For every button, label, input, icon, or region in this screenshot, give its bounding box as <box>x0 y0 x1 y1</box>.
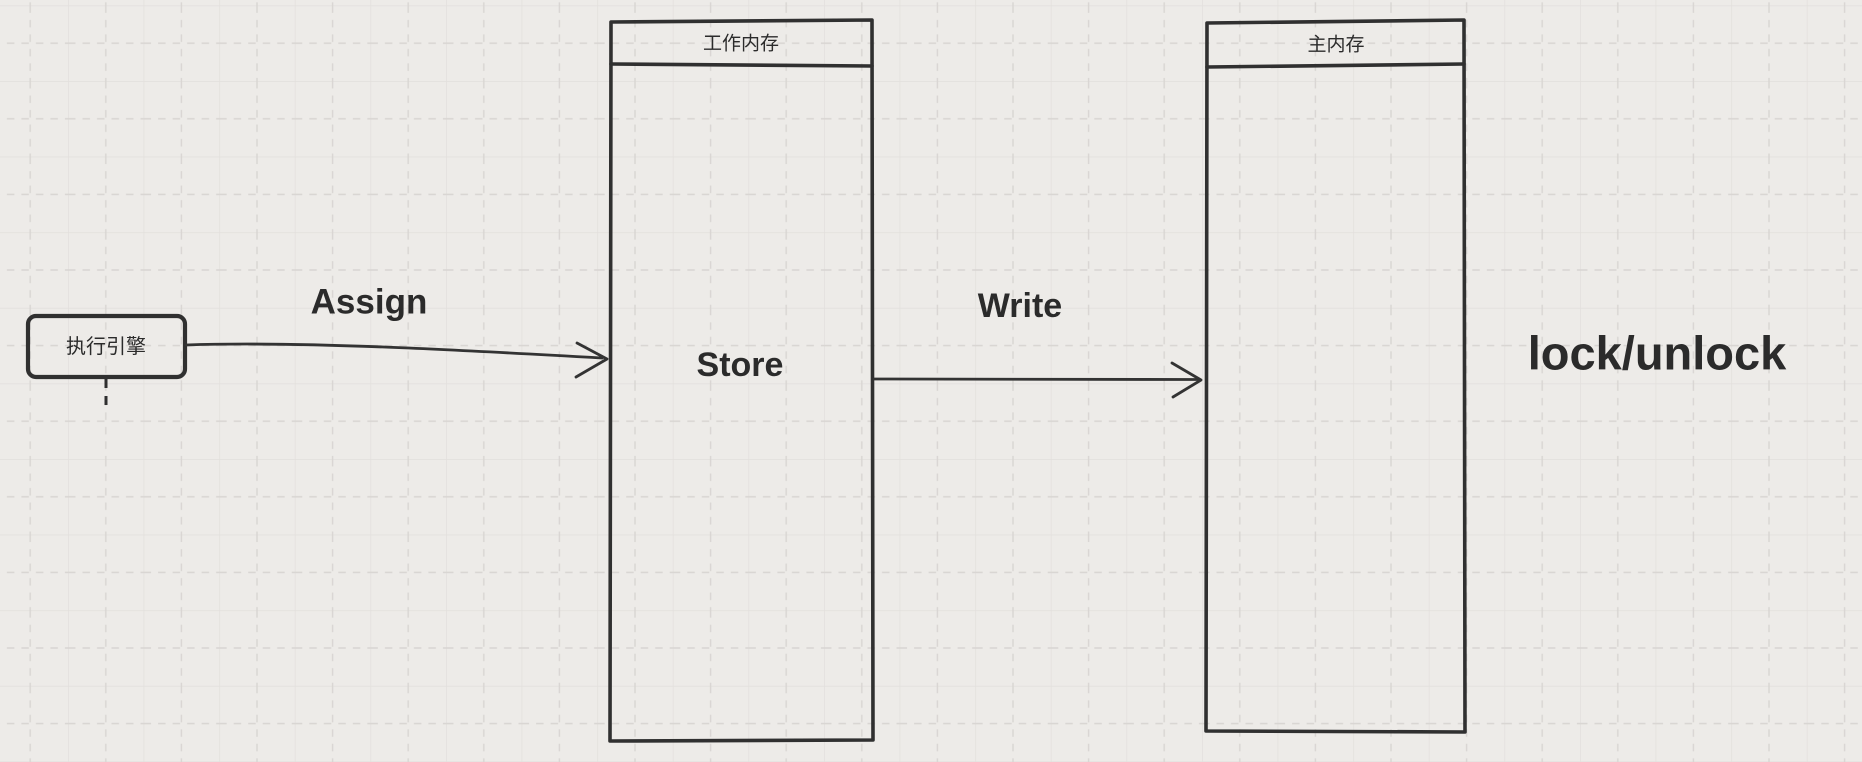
write-edge-label[interactable]: Write <box>977 287 1063 325</box>
working-memory-title: 工作内存 <box>702 33 780 55</box>
lock-unlock-label[interactable]: lock/unlock <box>1527 326 1787 380</box>
execution-engine-label: 执行引擎 <box>66 336 146 358</box>
write-edge[interactable] <box>872 361 1203 399</box>
write-edge-line <box>872 377 1199 381</box>
main-memory-outline <box>1204 18 1467 734</box>
store-label[interactable]: Store <box>696 346 784 384</box>
main-memory-title: 主内存 <box>1307 34 1365 56</box>
working-memory-header-divider <box>609 62 874 68</box>
write-edge-arrowhead <box>1170 361 1203 399</box>
assign-edge-label[interactable]: Assign <box>310 282 428 322</box>
working-memory-node[interactable] <box>608 18 875 743</box>
execution-engine-node[interactable] <box>25 313 188 380</box>
assign-edge[interactable] <box>184 341 609 379</box>
working-memory-outline <box>608 18 875 743</box>
main-memory-node[interactable] <box>1204 18 1467 734</box>
assign-edge-line <box>184 342 604 360</box>
execution-engine-outline <box>25 313 188 380</box>
main-memory-header-divider <box>1205 62 1466 69</box>
assign-edge-arrowhead <box>574 341 609 379</box>
